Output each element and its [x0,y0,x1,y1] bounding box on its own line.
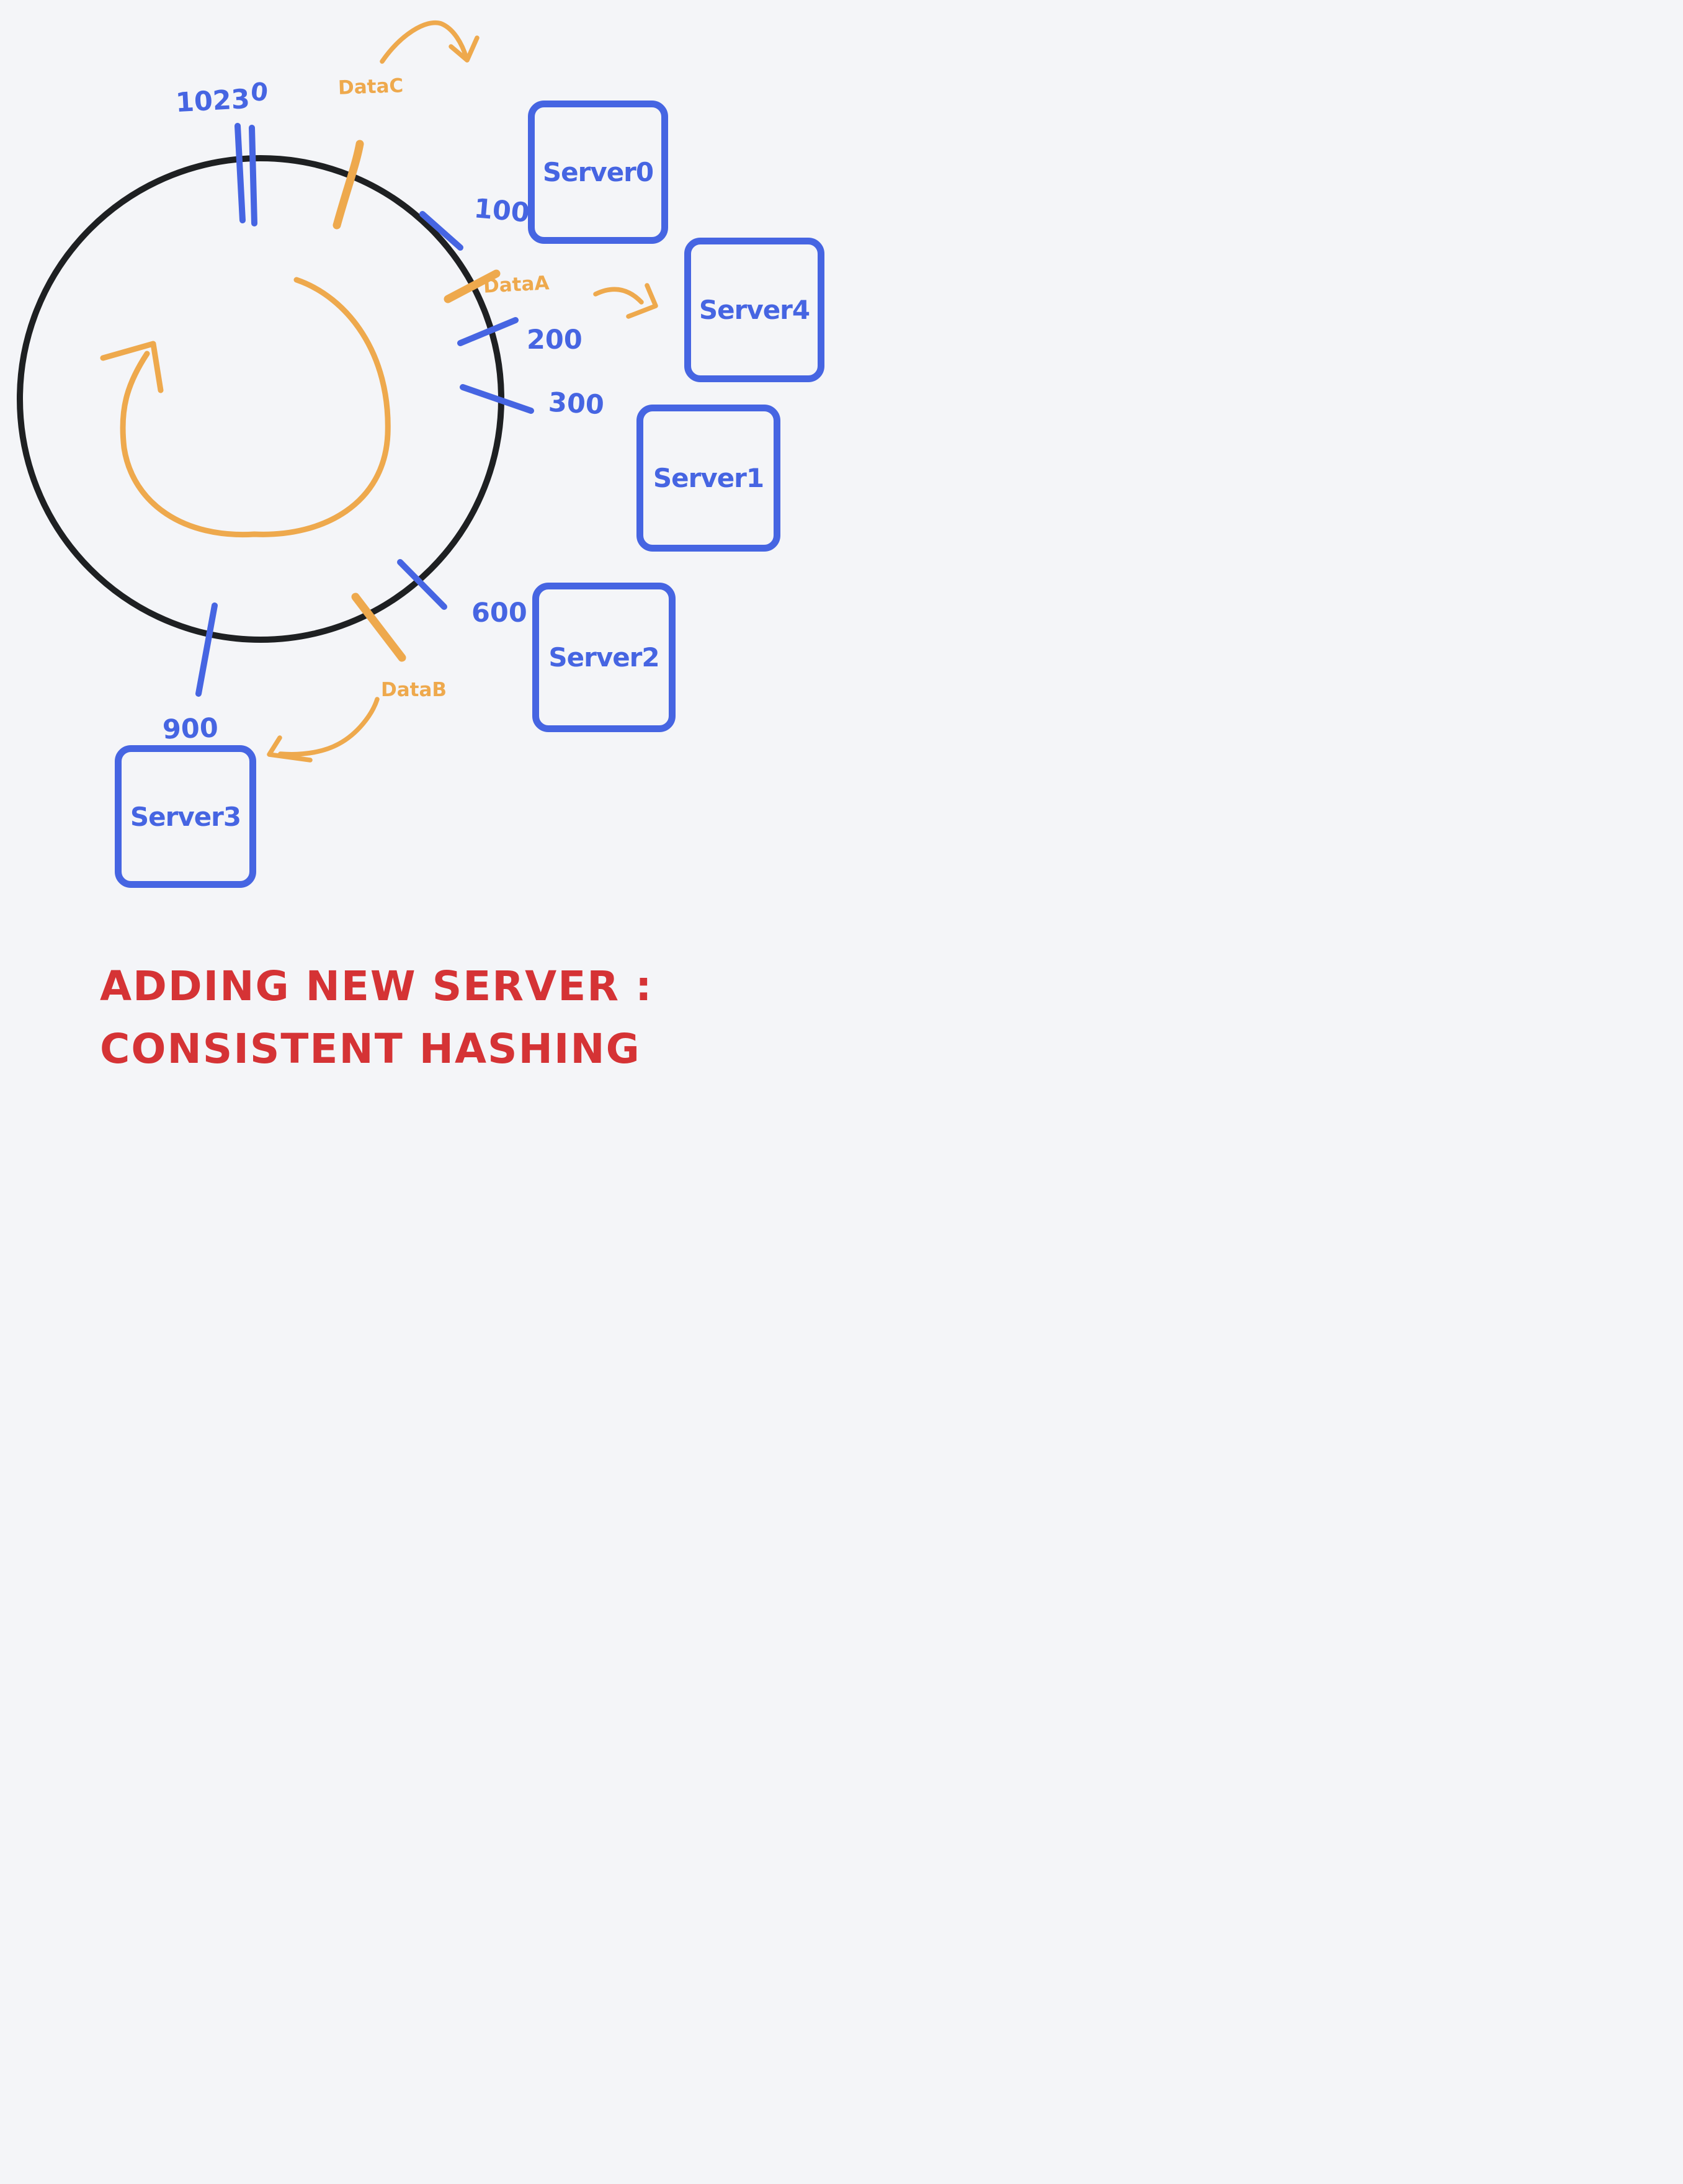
consistent-hashing-diagram: 1023 0 100 200 300 600 900 DataC DataA D… [0,0,841,1092]
server-box-server3: Server3 [115,745,256,888]
server-name-label: Server1 [653,463,764,493]
diagram-drawing [17,20,658,763]
tick-0-1023-right [249,125,257,226]
tick-300 [460,384,534,414]
mark-datab [351,593,406,662]
data-key-label-datac: DataC [337,74,404,99]
tick-600 [397,559,447,610]
arrow-dataa-to-server4-icon [593,283,658,319]
data-key-label-dataa: DataA [483,272,550,298]
tick-label-900: 900 [162,712,219,746]
server-box-server0: Server0 [528,101,668,244]
title-line-1: ADDING NEW SERVER : [100,962,653,1010]
title-line-2: CONSISTENT HASHING [100,1025,641,1073]
hash-ring-circle [17,155,504,643]
tick-label-0: 0 [249,77,270,108]
tick-100 [419,211,463,251]
data-key-label-datab: DataB [381,679,447,701]
tick-label-300: 300 [547,387,605,421]
server-name-label: Server3 [130,801,241,832]
ring-direction-loop [120,277,391,538]
tick-label-1023: 1023 [174,83,251,119]
tick-label-200: 200 [527,324,583,356]
mark-dataa [444,269,501,303]
server-box-server2: Server2 [532,583,676,732]
server-box-server1: Server1 [636,405,780,552]
tick-0-1023-left [234,123,246,223]
server-name-label: Server4 [699,295,810,325]
server-name-label: Server2 [548,642,659,673]
tick-label-600: 600 [471,597,527,629]
tick-200 [457,317,519,346]
ring-direction-arrowhead-icon [100,341,164,393]
server-name-label: Server0 [542,157,654,187]
tick-label-100: 100 [472,193,531,229]
server-box-server4: Server4 [684,238,824,382]
arrow-datab-to-server3-icon [267,697,380,763]
mark-datac [333,140,364,230]
tick-900 [195,602,218,697]
diagram-title: ADDING NEW SERVER : CONSISTENT HASHING [100,955,653,1080]
arrow-datac-to-server0-icon [380,20,480,64]
